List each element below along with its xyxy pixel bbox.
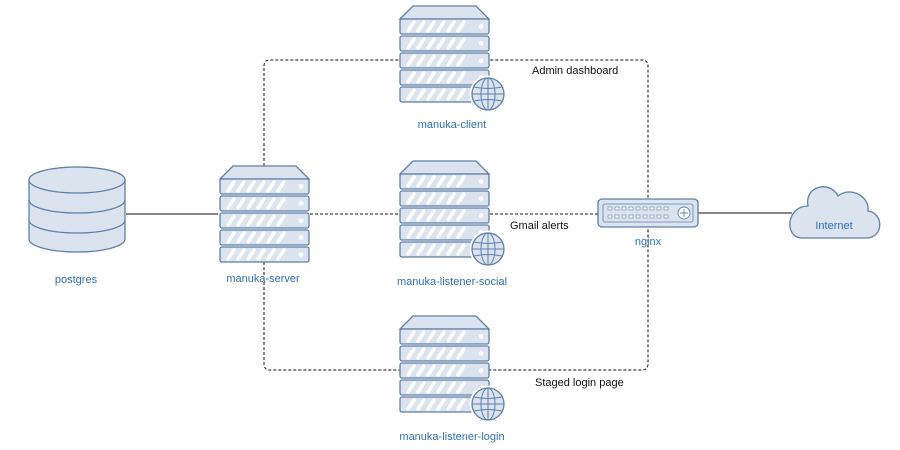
web-server-icon (398, 5, 507, 113)
server-icon (218, 165, 311, 263)
cloud-icon (789, 186, 881, 239)
manuka-listener-social-label: manuka-listener-social (397, 276, 507, 288)
web-server-icon (398, 160, 507, 268)
internet-label: Internet (815, 220, 852, 232)
database-icon (28, 166, 126, 253)
edge-label-staged-login: Staged login page (535, 377, 624, 389)
manuka-server-node[interactable]: manuka-server (218, 165, 311, 285)
postgres-label: postgres (55, 274, 98, 286)
manuka-client-node[interactable]: manuka-client (398, 5, 507, 131)
edge-label-admin-dashboard: Admin dashboard (532, 65, 618, 77)
nginx-node[interactable]: nginx (597, 198, 699, 248)
web-server-icon (398, 315, 507, 423)
manuka-client-label: manuka-client (418, 119, 486, 131)
router-icon (597, 198, 699, 228)
internet-node[interactable]: Internet (789, 186, 881, 239)
postgres-node[interactable]: postgres (28, 166, 126, 286)
manuka-listener-social-node[interactable]: manuka-listener-social (397, 160, 507, 288)
edge-label-gmail-alerts: Gmail alerts (510, 220, 569, 232)
manuka-listener-login-node[interactable]: manuka-listener-login (398, 315, 507, 443)
manuka-server-label: manuka-server (226, 273, 300, 285)
nginx-label: nginx (635, 236, 662, 248)
manuka-listener-login-label: manuka-listener-login (399, 431, 504, 443)
